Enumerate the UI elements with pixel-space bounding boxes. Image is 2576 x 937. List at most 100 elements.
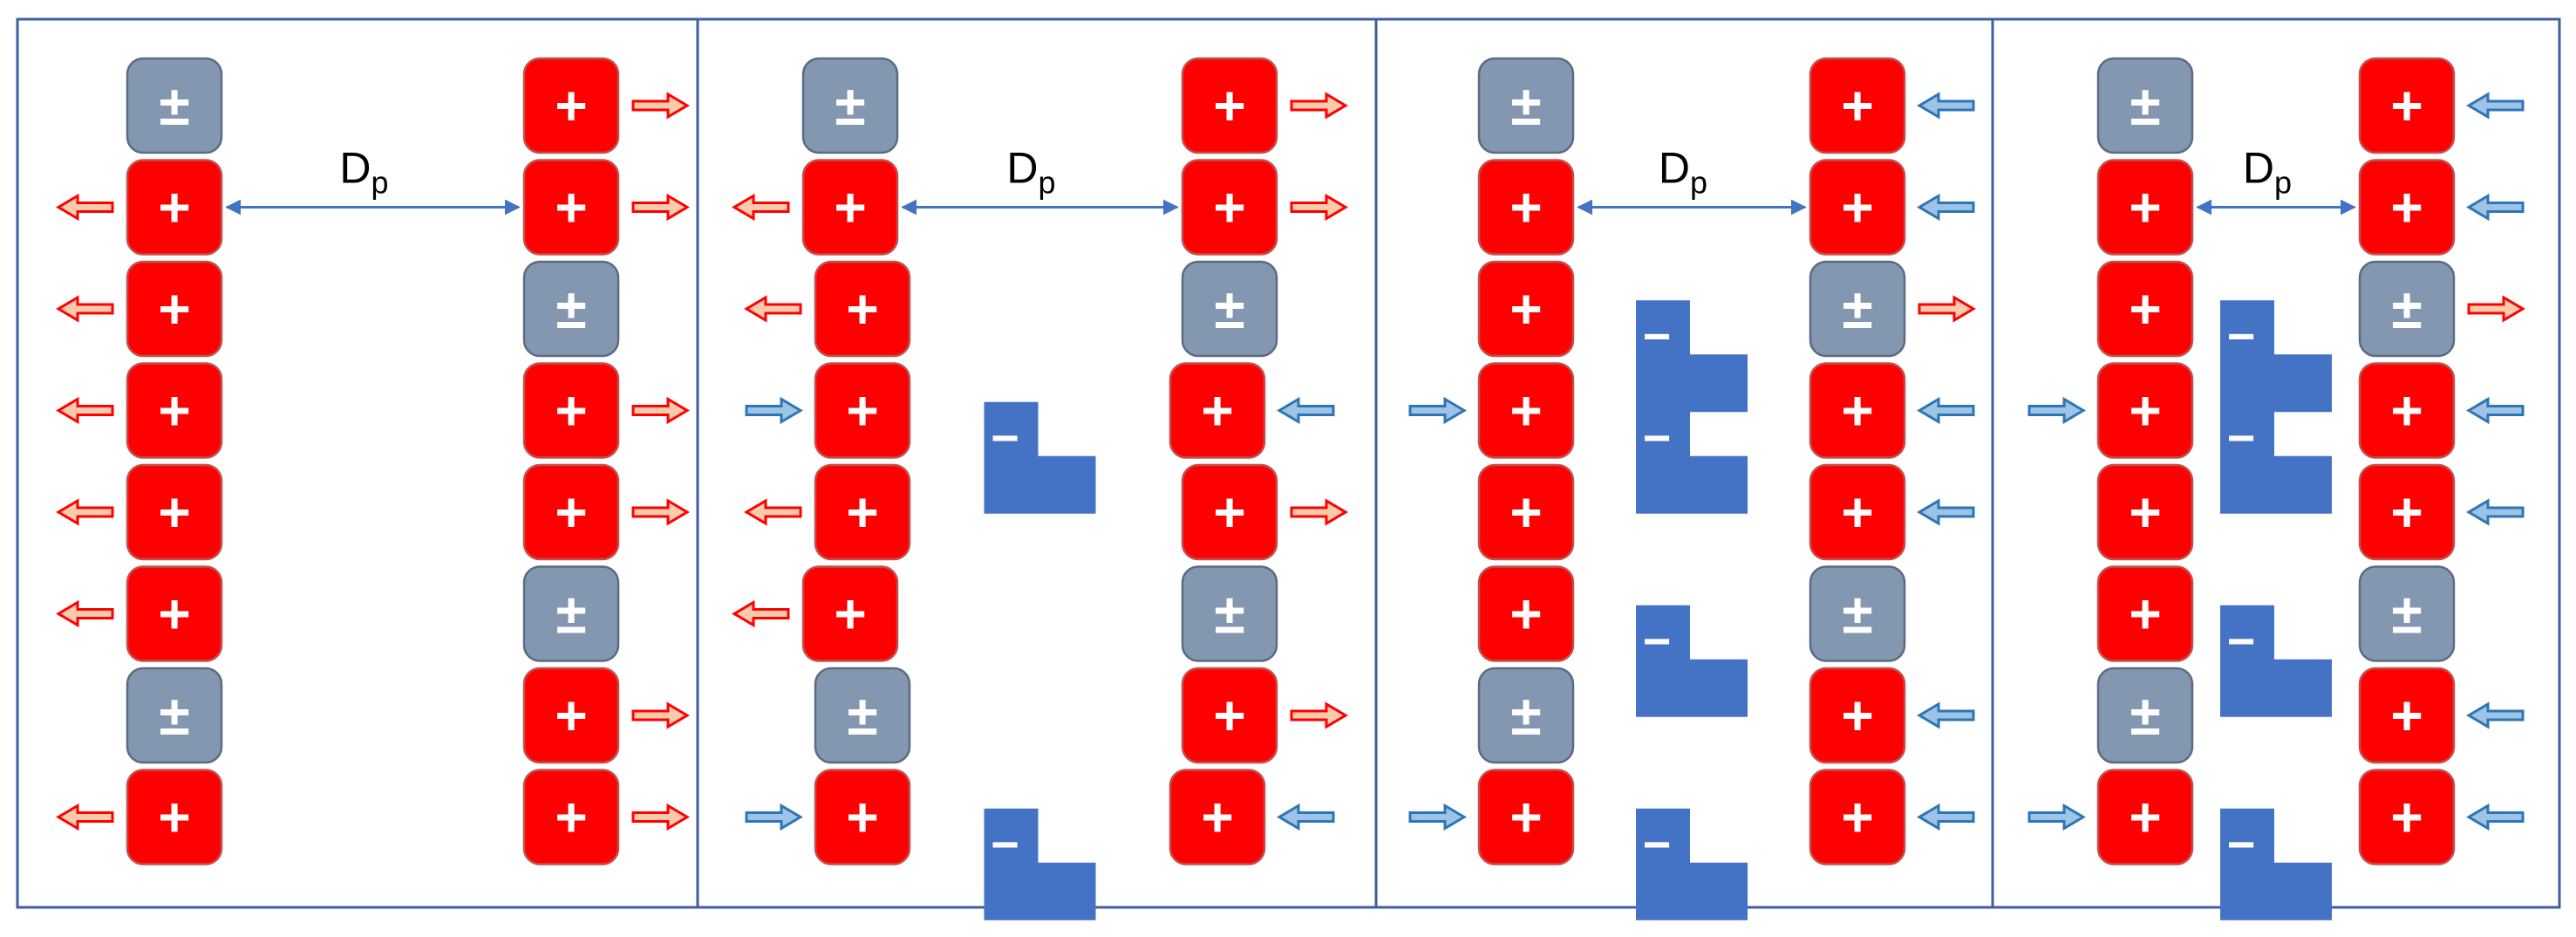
cation-box [1809, 159, 1906, 256]
minus-symbol: − [2227, 308, 2256, 363]
neutral-symbol: ± [159, 684, 189, 747]
plus-symbol: + [555, 786, 587, 849]
cation-box [522, 667, 620, 764]
plus-symbol: + [1841, 74, 1873, 137]
plus-symbol: + [158, 786, 190, 849]
cation-box [1477, 362, 1575, 459]
plus-symbol: + [1841, 176, 1873, 239]
red-flow-arrow [631, 396, 690, 425]
blue-flow-arrow [1408, 803, 1467, 831]
neutral-symbol: ± [2391, 583, 2422, 646]
neutral-symbol: ± [2391, 277, 2422, 340]
minus-symbol: − [1643, 613, 1672, 668]
neutral-symbol: ± [835, 74, 865, 137]
anion-shape [984, 401, 1096, 514]
distance-label: Dp [1006, 144, 1055, 201]
blue-flow-arrow [745, 396, 803, 425]
red-flow-arrow [56, 396, 114, 425]
cation-box [814, 463, 911, 561]
anion-shape [1636, 300, 1748, 413]
blue-flow-arrow [1917, 498, 1975, 526]
cation-box [1181, 463, 1278, 561]
cation-box [2358, 463, 2456, 561]
distance-label: Dp [339, 144, 388, 201]
blue-flow-arrow [1277, 803, 1335, 831]
plus-symbol: + [1509, 786, 1542, 849]
neutral-symbol: ± [1842, 277, 1872, 340]
anion-shape [2220, 808, 2332, 920]
neutral-symbol: ± [1510, 74, 1541, 137]
cation-box [2096, 159, 2194, 256]
plus-symbol: + [846, 277, 878, 340]
red-flow-arrow [1290, 498, 1348, 526]
cation-box [126, 362, 223, 459]
plus-symbol: + [555, 380, 587, 442]
neutral-ion-box [126, 667, 223, 764]
red-flow-arrow [631, 498, 690, 526]
plus-symbol: + [2390, 481, 2423, 544]
cation-box [814, 362, 911, 459]
anion-shape [1636, 401, 1748, 514]
neutral-ion-box [522, 260, 620, 358]
red-flow-arrow [631, 803, 690, 831]
plus-symbol: + [846, 481, 878, 544]
minus-symbol: − [1643, 308, 1672, 363]
cation-box [522, 463, 620, 561]
neutral-ion-box [801, 57, 899, 154]
plus-symbol: + [1509, 380, 1542, 442]
minus-symbol: − [1643, 817, 1672, 872]
cation-box [2096, 362, 2194, 459]
cation-box [2358, 159, 2456, 256]
blue-flow-arrow [2027, 803, 2086, 831]
red-flow-arrow [744, 295, 802, 323]
cation-box [801, 159, 899, 256]
plus-symbol: + [1509, 277, 1542, 340]
red-flow-arrow [56, 193, 114, 222]
cation-box [1477, 159, 1575, 256]
red-flow-arrow [1290, 701, 1348, 729]
plus-symbol: + [1213, 176, 1245, 239]
red-flow-arrow [56, 803, 114, 831]
plus-symbol: + [1841, 481, 1873, 544]
plus-symbol: + [2129, 481, 2161, 544]
cation-box [126, 565, 223, 662]
plus-symbol: + [1201, 380, 1233, 442]
plus-symbol: + [846, 380, 878, 442]
plus-symbol: + [158, 481, 190, 544]
blue-flow-arrow [745, 803, 803, 831]
plus-symbol: + [2390, 684, 2423, 747]
blue-flow-arrow [1917, 701, 1975, 729]
plus-symbol: + [834, 176, 866, 239]
neutral-symbol: ± [2130, 74, 2160, 137]
plus-symbol: + [555, 74, 587, 137]
plus-symbol: + [1841, 380, 1873, 442]
plus-symbol: + [555, 481, 587, 544]
cation-box [1809, 57, 1906, 154]
cation-box [2096, 260, 2194, 358]
cation-box [801, 565, 899, 662]
neutral-ion-box [2096, 57, 2194, 154]
neutral-ion-box [2358, 260, 2456, 358]
plus-symbol: + [2129, 277, 2161, 340]
cation-box [2358, 769, 2456, 865]
red-flow-arrow [2467, 295, 2525, 323]
plus-symbol: + [1201, 786, 1233, 849]
cation-box [522, 57, 620, 154]
neutral-symbol: ± [555, 583, 586, 646]
neutral-symbol: ± [159, 74, 189, 137]
red-flow-arrow [1918, 295, 1976, 323]
neutral-ion-box [814, 667, 911, 764]
plus-symbol: + [555, 176, 587, 239]
cation-box [1477, 565, 1575, 662]
minus-symbol: − [991, 410, 1019, 465]
plus-symbol: + [2129, 176, 2161, 239]
minus-symbol: − [2227, 410, 2256, 465]
cation-box [1181, 667, 1278, 764]
cation-box [126, 159, 223, 256]
panel-4: ±+++++±+++±++±++Dp−−−− [2027, 57, 2525, 920]
panels: ± + + + + + ± + + + ± + + ± + + Dp ± + + + + + ± + + + ± + + ± + + Dp − − ± +… [56, 57, 2525, 920]
plus-symbol: + [846, 786, 878, 849]
red-flow-arrow [732, 193, 790, 222]
plus-symbol: + [1841, 786, 1873, 849]
neutral-symbol: ± [1510, 684, 1541, 747]
